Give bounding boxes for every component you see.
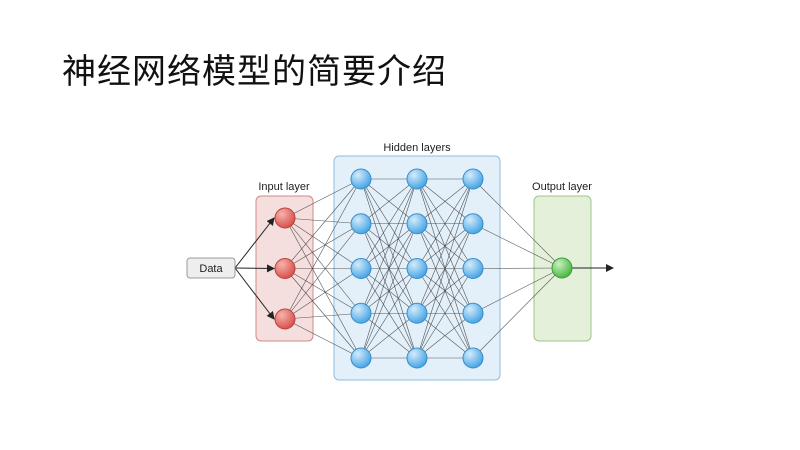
output-node	[551, 257, 573, 279]
connection-line	[284, 268, 362, 314]
connection-line	[284, 217, 362, 314]
connection-line	[360, 178, 418, 314]
connection-line	[416, 313, 474, 359]
input-node	[274, 258, 296, 279]
connection-line	[416, 178, 474, 269]
hidden-1-node	[350, 302, 372, 324]
output-layer-label: Output layer	[532, 181, 592, 193]
connection-line	[472, 223, 563, 269]
connection-line	[416, 268, 474, 359]
connection-line	[284, 268, 362, 320]
hidden-1-node	[350, 258, 372, 279]
hidden-3-node	[462, 213, 484, 235]
connection-line	[416, 178, 474, 314]
hidden-2-node	[406, 347, 428, 369]
connection-line	[360, 178, 418, 359]
hidden-2-node	[406, 168, 428, 190]
data-input-arrow	[234, 217, 275, 269]
connection-line	[284, 217, 362, 225]
connection-line	[416, 223, 474, 359]
data-input-arrow	[234, 267, 275, 320]
hidden-1-node	[350, 168, 372, 190]
hidden-2-node	[406, 213, 428, 235]
connection-line	[472, 267, 563, 269]
connection-line	[472, 267, 563, 314]
connection-line	[284, 268, 362, 359]
connection-line	[284, 178, 362, 320]
connection-line	[284, 223, 362, 269]
connection-line	[360, 178, 418, 269]
network-nodes	[274, 168, 573, 369]
connection-line	[360, 178, 418, 224]
connection-line	[284, 178, 362, 269]
hidden-3-node	[462, 347, 484, 369]
input-layer-label: Input layer	[258, 181, 310, 193]
connection-line	[360, 223, 418, 359]
hidden-1-node	[350, 347, 372, 369]
connection-line	[472, 267, 563, 359]
data-box	[186, 257, 236, 279]
hidden-2-node	[406, 258, 428, 279]
data-label: Data	[199, 263, 223, 275]
data-input-arrow	[234, 264, 275, 273]
connection-lines	[284, 178, 563, 359]
connection-line	[416, 178, 474, 224]
connection-line	[284, 217, 362, 359]
hidden-2-node	[406, 302, 428, 324]
hidden-layers-label: Hidden layers	[383, 142, 451, 154]
connection-line	[284, 318, 362, 359]
connection-line	[416, 178, 474, 359]
slide-title: 神经网络模型的简要介绍	[62, 52, 447, 92]
connection-line	[284, 312, 362, 320]
input-node	[274, 308, 296, 330]
hidden-1-node	[350, 213, 372, 235]
connection-line	[284, 217, 362, 269]
connection-line	[284, 178, 362, 219]
connection-line	[360, 268, 418, 359]
connection-line	[472, 178, 563, 269]
hidden-3-node	[462, 258, 484, 279]
hidden-3-node	[462, 168, 484, 190]
connection-line	[360, 313, 418, 359]
input-node	[274, 207, 296, 229]
connection-line	[284, 223, 362, 320]
hidden-3-node	[462, 302, 484, 324]
data-arrows	[234, 217, 614, 320]
